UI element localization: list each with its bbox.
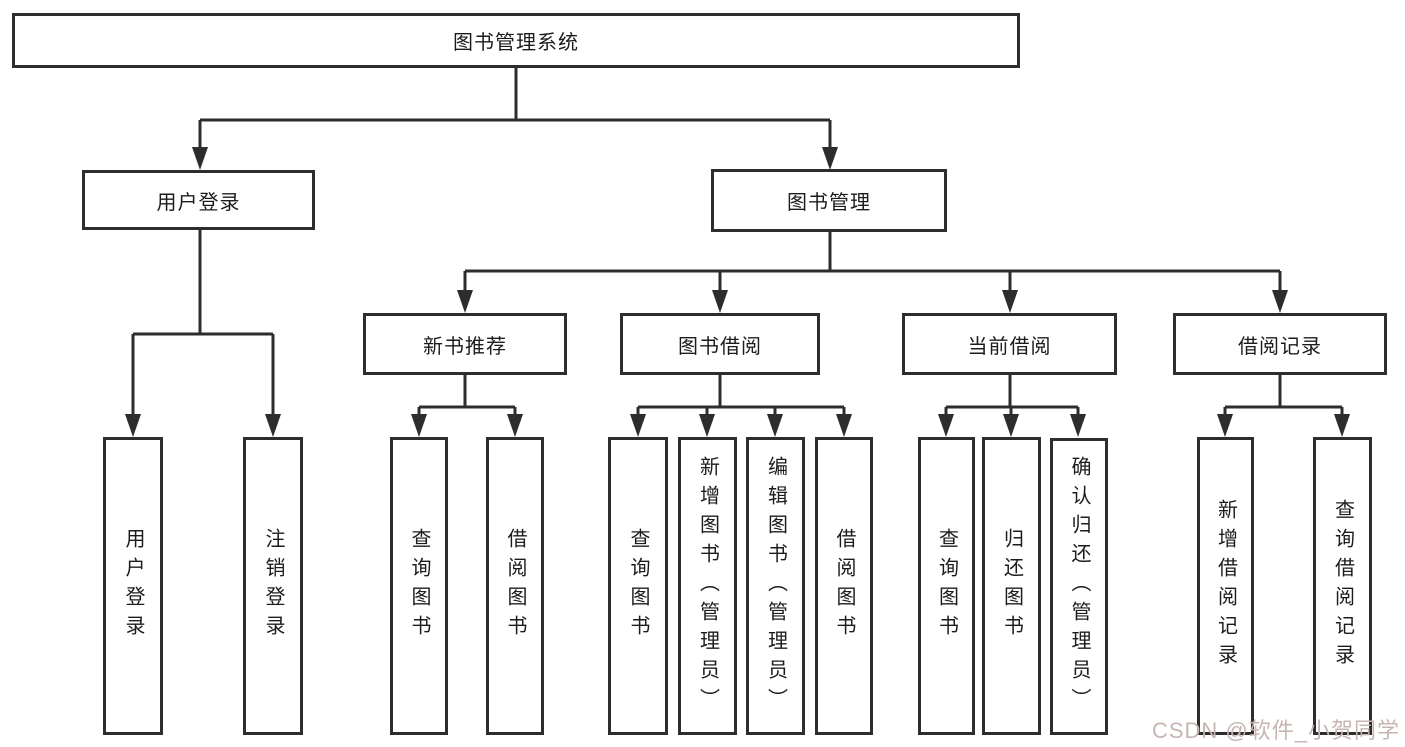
node-label: 注销登录 (262, 528, 284, 644)
node-leaf-logout: 注销登录 (243, 437, 303, 735)
node-leaf-add-borrow-record: 新增借阅记录 (1197, 437, 1254, 735)
node-leaf-query-borrow-record: 查询借阅记录 (1313, 437, 1372, 735)
node-current-borrow: 当前借阅 (902, 313, 1117, 375)
node-leaf-borrow-books-recommend: 借阅图书 (486, 437, 544, 735)
node-label: 查询借阅记录 (1331, 499, 1354, 673)
node-leaf-edit-book-admin: 编辑图书（管理员） (746, 437, 805, 735)
node-leaf-query-books-borrow: 查询图书 (608, 437, 668, 735)
node-new-book-recommend: 新书推荐 (363, 313, 567, 375)
node-leaf-query-books-current: 查询图书 (918, 437, 975, 735)
node-label: 新增借阅记录 (1214, 499, 1237, 673)
node-leaf-query-books-recommend: 查询图书 (390, 437, 448, 735)
node-root: 图书管理系统 (12, 13, 1020, 68)
node-label: 借阅图书 (504, 528, 526, 644)
node-borrow-records: 借阅记录 (1173, 313, 1387, 375)
node-book-borrow: 图书借阅 (620, 313, 820, 375)
node-leaf-user-login: 用户登录 (103, 437, 163, 735)
node-label: 编辑图书（管理员） (764, 455, 787, 717)
node-label: 查询图书 (627, 528, 649, 644)
csdn-watermark: CSDN @软件_小贺同学 (1151, 718, 1400, 743)
node-label: 归还图书 (1000, 528, 1023, 644)
node-label: 借阅图书 (833, 528, 855, 644)
node-user-login: 用户登录 (82, 170, 315, 230)
node-label: 查询图书 (935, 528, 958, 644)
node-label: 查询图书 (408, 528, 430, 644)
node-leaf-return-book: 归还图书 (982, 437, 1041, 735)
node-label: 确认归还（管理员） (1068, 456, 1090, 717)
node-label: 新增图书（管理员） (696, 455, 719, 717)
node-leaf-borrow-books: 借阅图书 (815, 437, 873, 735)
node-leaf-confirm-return-admin: 确认归还（管理员） (1050, 438, 1108, 735)
node-book-management: 图书管理 (711, 169, 947, 232)
node-label: 用户登录 (122, 528, 144, 644)
node-leaf-add-book-admin: 新增图书（管理员） (678, 437, 737, 735)
arrowhead-icons (125, 147, 1350, 437)
